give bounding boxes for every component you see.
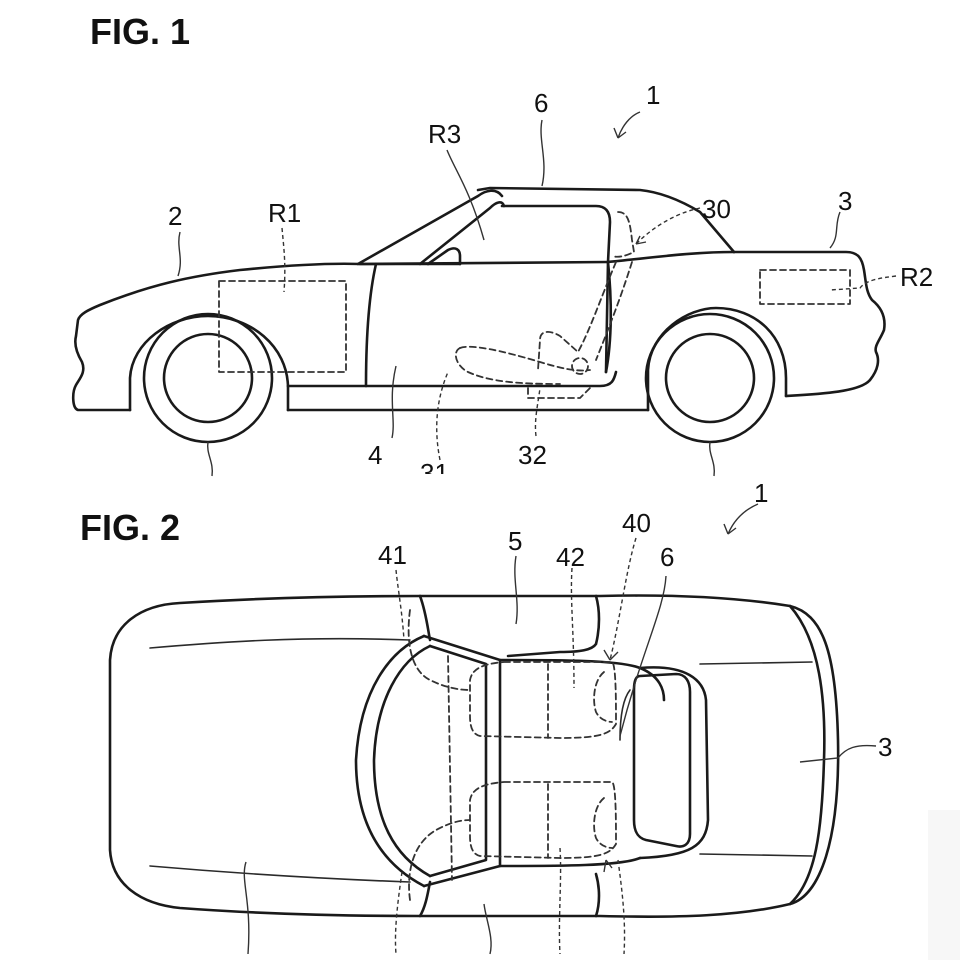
- roof-and-windshield: [356, 186, 736, 266]
- front-wheel: [142, 312, 274, 444]
- figure-1: FIG. 1: [71, 11, 933, 488]
- seat-side-dashed: [454, 211, 635, 399]
- label-1-top: 1: [754, 478, 768, 508]
- rear-wheel: [644, 312, 776, 444]
- label-41: 41: [378, 540, 407, 570]
- region-r2-box: [759, 269, 851, 305]
- label-3: 3: [838, 186, 852, 216]
- figure-1-title: FIG. 1: [90, 11, 190, 52]
- label-30: 30: [702, 194, 731, 224]
- label-r3: R3: [428, 119, 461, 149]
- seats-top-dashed: [407, 609, 617, 901]
- label-r2: R2: [900, 262, 933, 292]
- label-6: 6: [534, 88, 548, 118]
- vehicle-body-top: [108, 594, 840, 918]
- crop-mask: [400, 474, 480, 494]
- vehicle-body-side: [71, 250, 886, 412]
- label-6-top: 6: [660, 542, 674, 572]
- label-2: 2: [168, 201, 182, 231]
- label-3-top: 3: [878, 732, 892, 762]
- label-4: 4: [368, 440, 382, 470]
- label-40: 40: [622, 508, 651, 538]
- label-32: 32: [518, 440, 547, 470]
- figure-2: FIG. 2: [80, 478, 892, 955]
- label-42: 42: [556, 542, 585, 572]
- label-5: 5: [508, 526, 522, 556]
- leaders-fig2: [243, 503, 877, 955]
- label-r1: R1: [268, 198, 301, 228]
- scan-edge: [928, 810, 960, 960]
- leaders-fig1: [177, 111, 897, 477]
- figure-2-title: FIG. 2: [80, 507, 180, 548]
- region-r1-box: [218, 280, 347, 373]
- label-1: 1: [646, 80, 660, 110]
